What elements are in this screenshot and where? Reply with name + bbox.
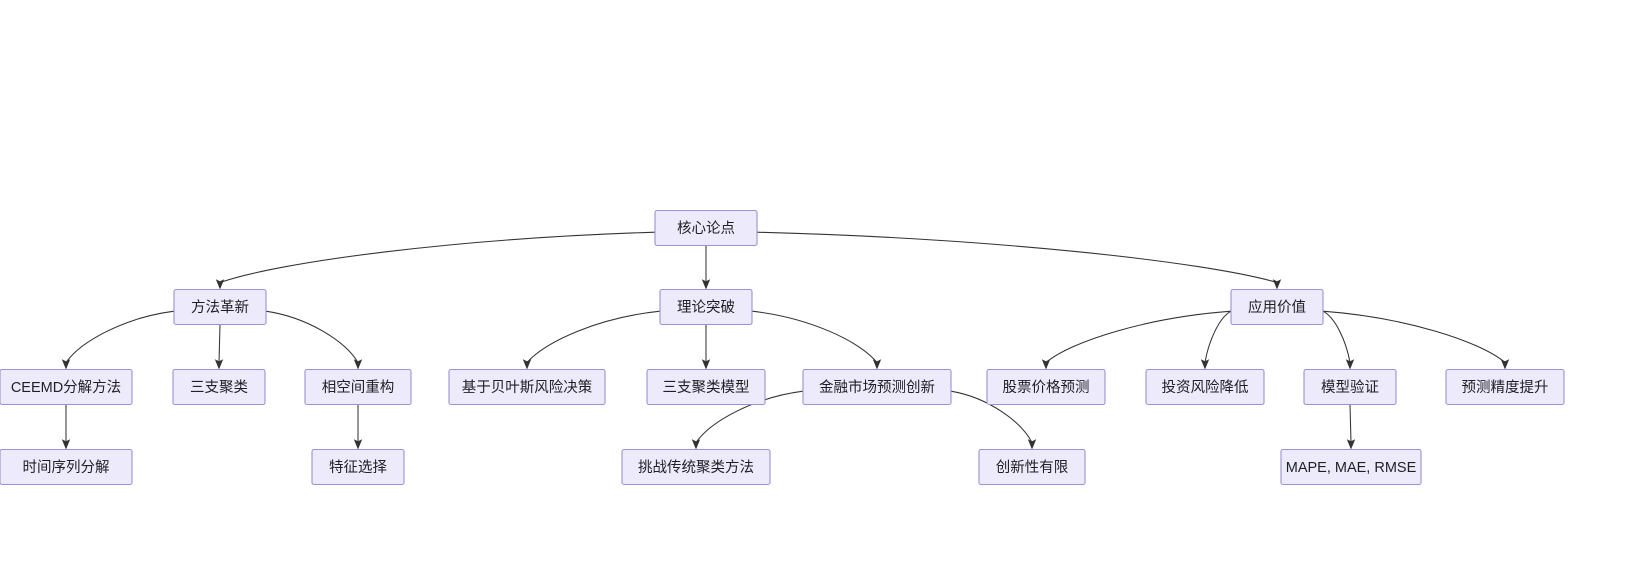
edge-n2-n9 xyxy=(751,310,882,370)
node-label: 预测精度提升 xyxy=(1462,379,1549,396)
edge-n0-n3 xyxy=(756,231,1282,290)
node-box[interactable] xyxy=(978,448,1086,486)
node-n14[interactable]: 时间序列分解 xyxy=(0,448,133,486)
node-n8[interactable]: 三支聚类模型 xyxy=(646,368,766,406)
node-box[interactable] xyxy=(1280,448,1422,486)
arrowhead-icon xyxy=(1346,439,1356,450)
node-box[interactable] xyxy=(0,368,133,406)
node-label: 三支聚类 xyxy=(190,379,248,396)
node-n10[interactable]: 股票价格预测 xyxy=(986,368,1106,406)
node-label: 挑战传统聚类方法 xyxy=(638,459,754,476)
edges-layer xyxy=(61,231,1510,450)
arrowhead-icon xyxy=(61,439,71,450)
arrowhead-icon xyxy=(1345,359,1355,370)
node-box[interactable] xyxy=(1230,288,1324,326)
node-label: 三支聚类模型 xyxy=(663,379,750,396)
node-label: CEEMD分解方法 xyxy=(11,379,121,396)
edge-n1-n4 xyxy=(61,310,175,370)
node-n9[interactable]: 金融市场预测创新 xyxy=(802,368,952,406)
edge-n3-n13 xyxy=(1322,310,1510,370)
arrowhead-icon xyxy=(701,359,711,370)
edge-n1-n6 xyxy=(265,310,363,370)
node-label: 特征选择 xyxy=(329,459,387,476)
node-label: 相空间重构 xyxy=(322,379,395,396)
node-n17[interactable]: 创新性有限 xyxy=(978,448,1086,486)
arrowhead-icon xyxy=(1272,279,1282,290)
arrowhead-icon xyxy=(1200,359,1210,370)
node-n16[interactable]: 挑战传统聚类方法 xyxy=(621,448,771,486)
arrowhead-icon xyxy=(353,359,363,370)
node-label: 金融市场预测创新 xyxy=(819,379,935,396)
node-label: 方法革新 xyxy=(191,299,249,316)
node-box[interactable] xyxy=(304,368,412,406)
edge-n1-n5 xyxy=(214,324,224,370)
edge-n0-n1 xyxy=(215,231,656,290)
node-n1[interactable]: 方法革新 xyxy=(173,288,267,326)
node-box[interactable] xyxy=(0,448,133,486)
node-box[interactable] xyxy=(1145,368,1265,406)
node-n3[interactable]: 应用价值 xyxy=(1230,288,1324,326)
node-box[interactable] xyxy=(173,288,267,326)
edge-n0-n2 xyxy=(701,245,711,290)
node-box[interactable] xyxy=(654,209,758,247)
node-box[interactable] xyxy=(311,448,405,486)
node-label: 模型验证 xyxy=(1321,379,1379,396)
node-label: 时间序列分解 xyxy=(23,459,110,476)
node-box[interactable] xyxy=(172,368,266,406)
node-label: 基于贝叶斯风险决策 xyxy=(462,379,593,396)
node-n5[interactable]: 三支聚类 xyxy=(172,368,266,406)
node-box[interactable] xyxy=(448,368,606,406)
arrowhead-icon xyxy=(1041,359,1051,370)
node-n4[interactable]: CEEMD分解方法 xyxy=(0,368,133,406)
arrowhead-icon xyxy=(691,439,701,450)
arrowhead-icon xyxy=(522,359,532,370)
edge-n12-n18 xyxy=(1346,404,1356,450)
edge-n3-n12 xyxy=(1322,310,1355,370)
arrowhead-icon xyxy=(872,359,882,370)
node-box[interactable] xyxy=(802,368,952,406)
edge-n9-n16 xyxy=(691,390,804,450)
node-label: 理论突破 xyxy=(677,299,735,316)
node-n7[interactable]: 基于贝叶斯风险决策 xyxy=(448,368,606,406)
node-n0[interactable]: 核心论点 xyxy=(654,209,758,247)
node-label: 创新性有限 xyxy=(996,459,1069,476)
node-label: 投资风险降低 xyxy=(1162,379,1249,396)
node-n11[interactable]: 投资风险降低 xyxy=(1145,368,1265,406)
arrowhead-icon xyxy=(353,439,363,450)
arrowhead-icon xyxy=(1500,359,1510,370)
arrowhead-icon xyxy=(701,279,711,290)
node-label: 核心论点 xyxy=(677,220,735,237)
node-label: MAPE, MAE, RMSE xyxy=(1286,460,1417,476)
node-n12[interactable]: 模型验证 xyxy=(1303,368,1397,406)
node-label: 应用价值 xyxy=(1248,298,1306,316)
arrowhead-icon xyxy=(1027,439,1037,450)
arrowhead-icon xyxy=(61,359,71,370)
node-label: 股票价格预测 xyxy=(1003,379,1090,396)
arrowhead-icon xyxy=(215,279,225,290)
node-box[interactable] xyxy=(1445,368,1565,406)
arrowhead-icon xyxy=(214,359,224,370)
edge-n2-n8 xyxy=(701,324,711,370)
edge-n3-n11 xyxy=(1200,310,1232,370)
edge-n2-n7 xyxy=(522,310,661,370)
node-n6[interactable]: 相空间重构 xyxy=(304,368,412,406)
edge-n9-n17 xyxy=(950,390,1037,450)
edge-n6-n15 xyxy=(353,404,363,450)
node-n15[interactable]: 特征选择 xyxy=(311,448,405,486)
node-box[interactable] xyxy=(659,288,753,326)
edge-n4-n14 xyxy=(61,404,71,450)
edge-n3-n10 xyxy=(1041,310,1232,370)
node-box[interactable] xyxy=(621,448,771,486)
node-n18[interactable]: MAPE, MAE, RMSE xyxy=(1280,448,1422,486)
node-n2[interactable]: 理论突破 xyxy=(659,288,753,326)
node-n13[interactable]: 预测精度提升 xyxy=(1445,368,1565,406)
node-box[interactable] xyxy=(1303,368,1397,406)
node-box[interactable] xyxy=(646,368,766,406)
node-box[interactable] xyxy=(986,368,1106,406)
